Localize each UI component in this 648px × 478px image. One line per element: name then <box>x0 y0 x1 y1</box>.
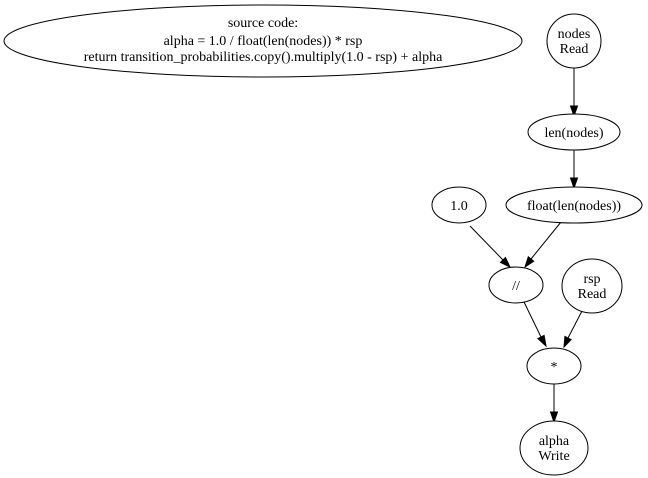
source-code-line-1: source code: <box>228 16 298 31</box>
source-code-ellipse <box>3 4 523 78</box>
node-mul-label: * <box>551 360 558 375</box>
node-div-label: // <box>512 279 520 294</box>
node-mul: * <box>526 347 582 385</box>
node-alpha-write-line-2: Write <box>538 449 569 464</box>
node-div: // <box>488 266 544 304</box>
edge-rsp-to-mul <box>563 310 583 349</box>
node-len-nodes-label: len(nodes) <box>544 126 603 141</box>
node-rsp-read: rsp Read <box>561 258 623 314</box>
node-const-1-0: 1.0 <box>431 186 487 224</box>
node-rsp-read-line-2: Read <box>578 287 607 302</box>
node-float-len-nodes: float(len(nodes)) <box>505 186 643 224</box>
edge-div-to-mul <box>523 301 547 348</box>
node-float-len-nodes-label: float(len(nodes)) <box>527 199 621 214</box>
node-alpha-write-line-1: alpha <box>539 434 570 449</box>
edge-nodes-to-len <box>569 68 579 118</box>
node-len-nodes: len(nodes) <box>527 113 621 151</box>
edge-float-to-div <box>524 221 562 269</box>
source-code-line-2: alpha = 1.0 / float(len(nodes)) * rsp <box>164 34 363 49</box>
node-nodes-read: nodes Read <box>546 13 602 69</box>
edge-len-to-float <box>569 150 579 190</box>
node-nodes-read-line-2: Read <box>560 42 589 57</box>
node-const-1-0-label: 1.0 <box>450 199 468 214</box>
edge-mul-to-alpha <box>549 384 559 424</box>
source-code-node: source code: alpha = 1.0 / float(len(nod… <box>3 4 523 78</box>
node-alpha-write: alpha Write <box>519 420 589 476</box>
node-rsp-read-line-1: rsp <box>583 272 600 287</box>
edge-const-to-div <box>469 225 512 269</box>
graph-edges <box>469 68 583 424</box>
node-nodes-read-line-1: nodes <box>558 27 591 42</box>
source-code-line-3: return transition_probabilities.copy().m… <box>84 50 443 65</box>
